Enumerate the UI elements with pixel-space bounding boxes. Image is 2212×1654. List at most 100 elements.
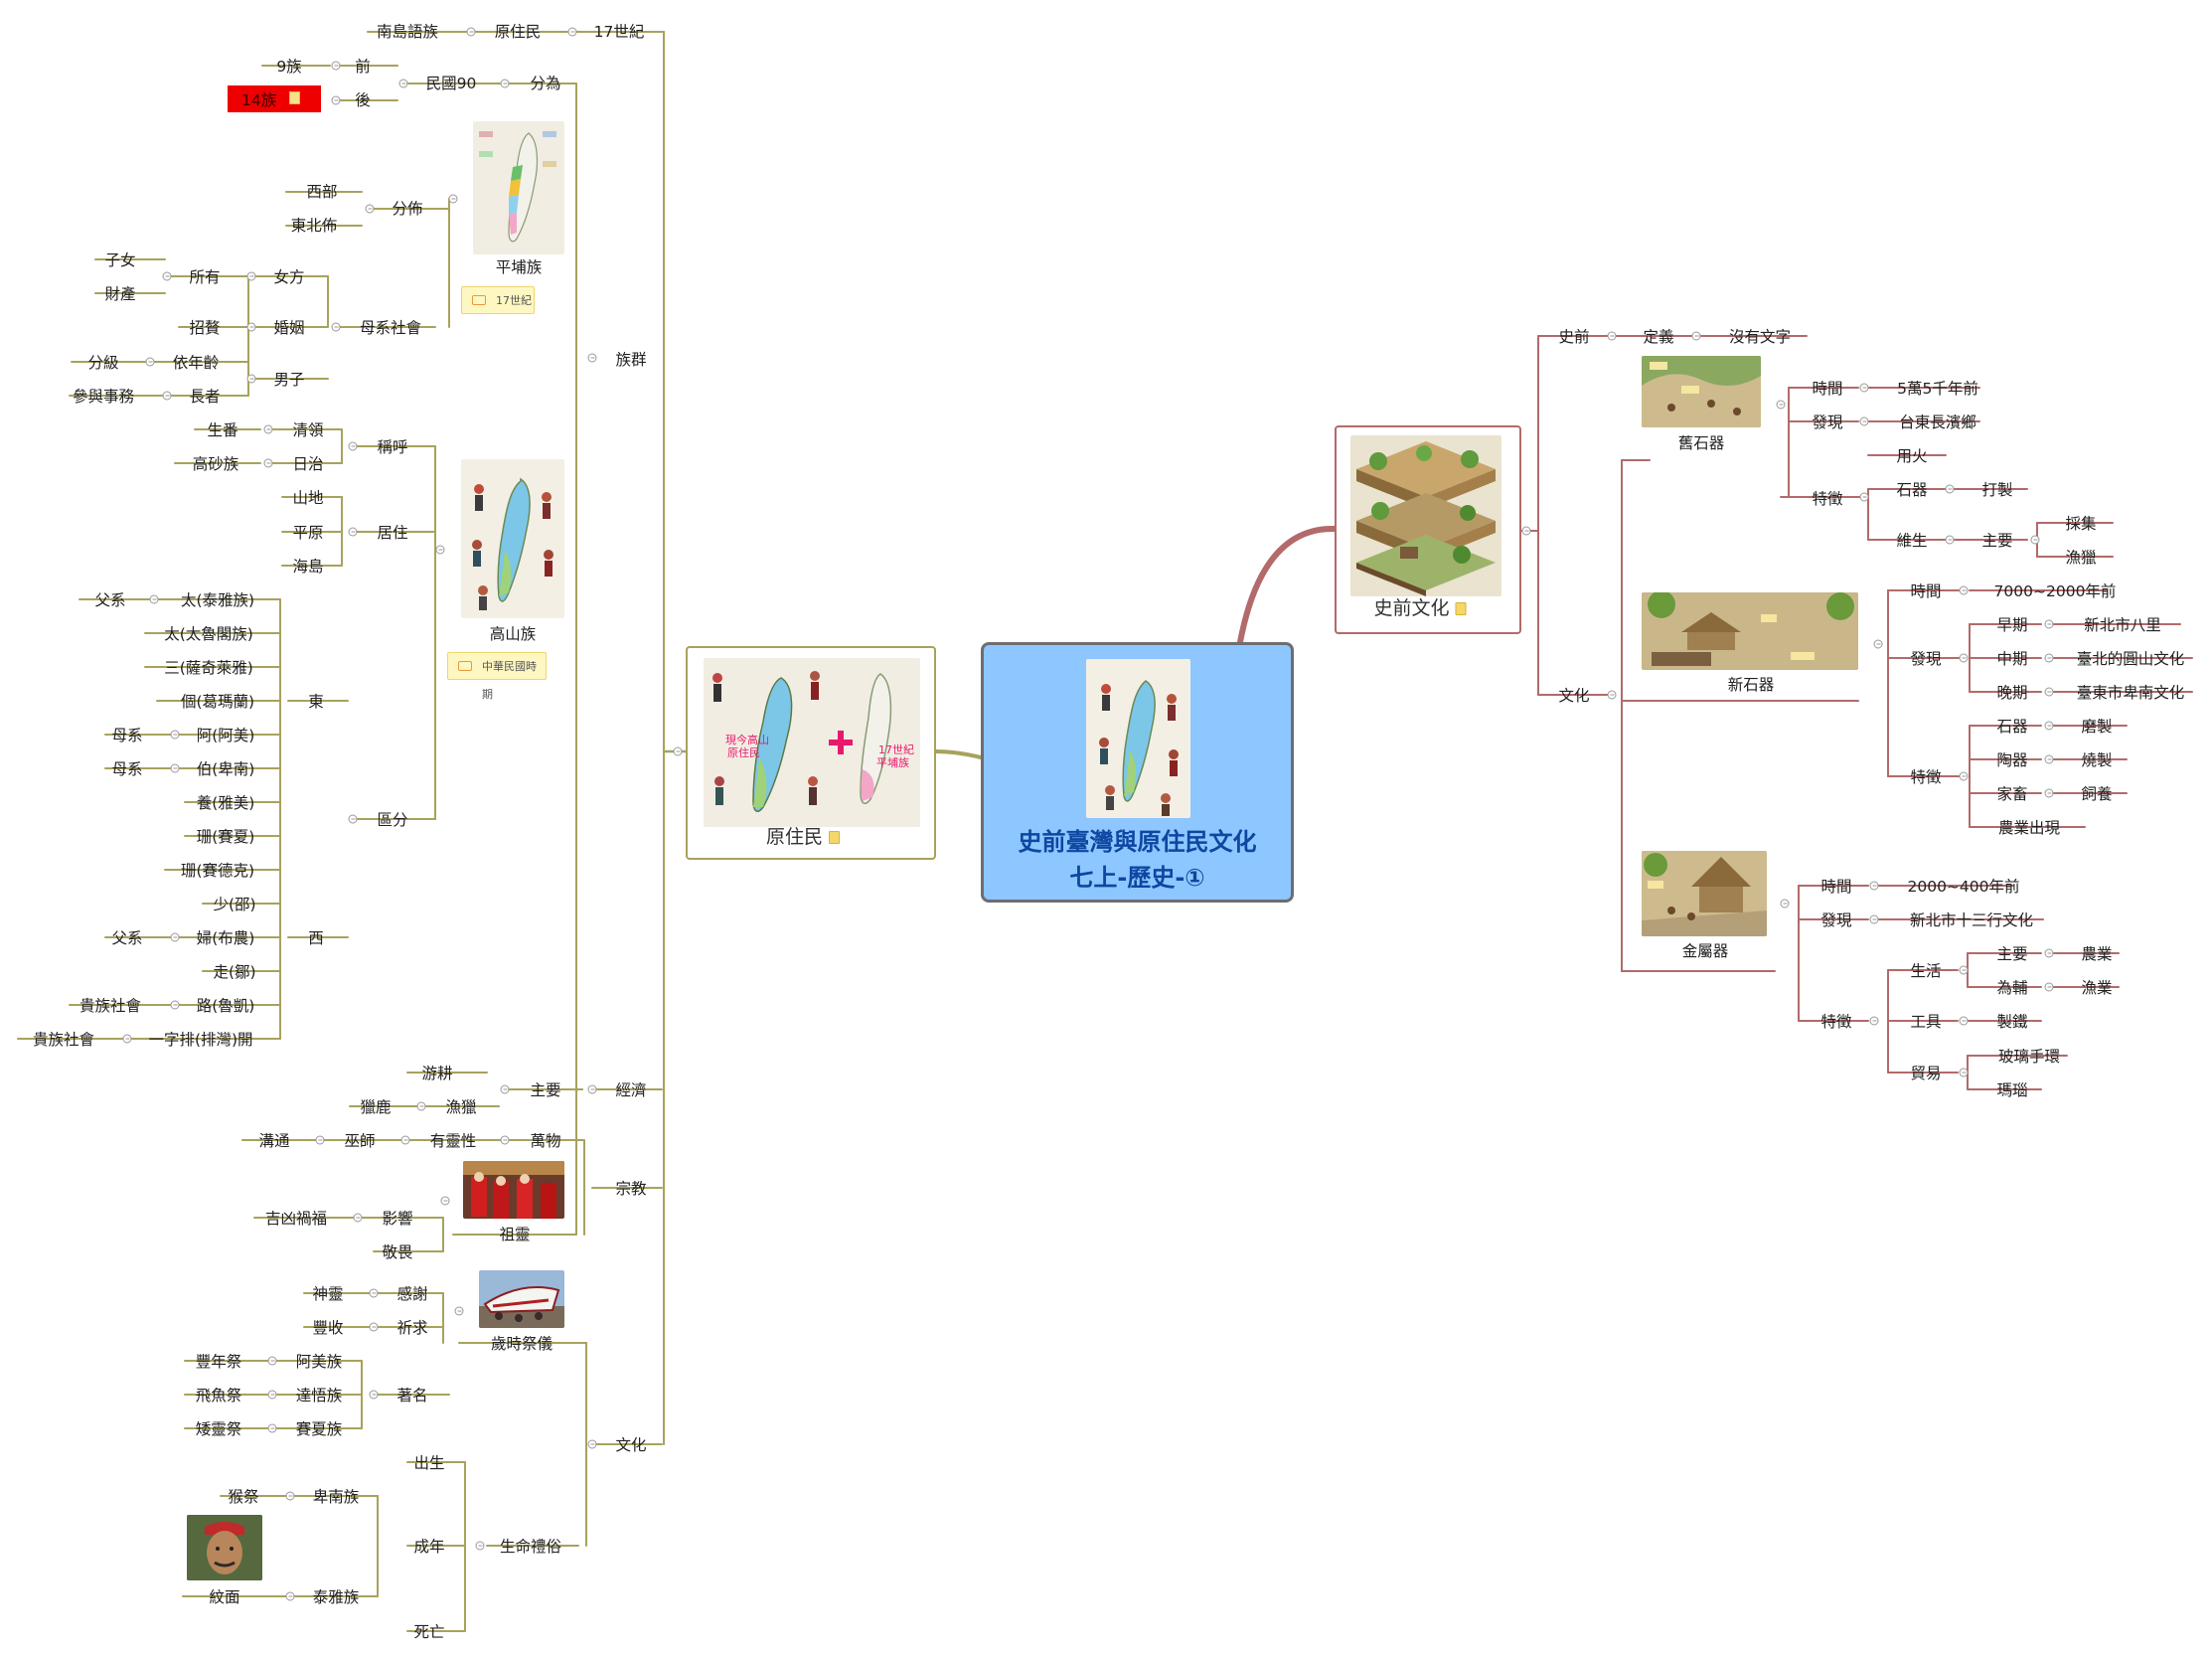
- topic-yami[interactable]: 養(雅美): [196, 794, 255, 812]
- topic-agate[interactable]: 瑪瑙: [1996, 1081, 2028, 1099]
- topic-pingpu[interactable]: 平埔族: [495, 258, 543, 276]
- collapse-toggle[interactable]: [587, 1439, 597, 1449]
- collapse-toggle[interactable]: [369, 1322, 379, 1332]
- topic-prehistory[interactable]: 史前: [1558, 328, 1590, 346]
- topic-life[interactable]: 生活: [1910, 962, 1942, 980]
- topic-p-found[interactable]: 發現: [1812, 414, 1843, 431]
- collapse-toggle[interactable]: [1959, 965, 1969, 975]
- topic-fire[interactable]: 用火: [1896, 447, 1928, 465]
- topic-iron[interactable]: 製鐵: [1996, 1013, 2028, 1031]
- collapse-toggle[interactable]: [369, 1390, 379, 1400]
- topic-tsou[interactable]: 走(鄒): [213, 963, 256, 981]
- topic-appellation[interactable]: 稱呼: [377, 438, 408, 456]
- collapse-toggle[interactable]: [348, 441, 358, 451]
- topic-religion[interactable]: 宗教: [615, 1180, 647, 1198]
- collapse-toggle[interactable]: [587, 353, 597, 363]
- collapse-toggle[interactable]: [2044, 788, 2054, 798]
- topic-n-stone[interactable]: 石器: [1996, 718, 2028, 736]
- topic-communicate[interactable]: 溝通: [258, 1132, 290, 1150]
- collapse-toggle[interactable]: [1873, 639, 1883, 649]
- collapse-toggle[interactable]: [1859, 383, 1869, 393]
- topic-gaoshan[interactable]: 高山族: [489, 625, 537, 643]
- collapse-toggle[interactable]: [1780, 899, 1790, 909]
- topic-culture[interactable]: 文化: [615, 1436, 647, 1454]
- collapse-toggle[interactable]: [1859, 416, 1869, 426]
- topic-awe[interactable]: 敬畏: [382, 1243, 413, 1261]
- topic-male[interactable]: 男子: [273, 371, 305, 389]
- topic-residence[interactable]: 居住: [377, 524, 408, 542]
- collapse-toggle[interactable]: [246, 271, 256, 281]
- topic-island[interactable]: 海島: [292, 558, 324, 576]
- topic-distribution[interactable]: 分佈: [392, 200, 423, 218]
- topic-aristocrat-1[interactable]: 貴族社會: [79, 997, 142, 1015]
- topic-northeast[interactable]: 東北佈: [290, 217, 338, 235]
- topic-atayal[interactable]: 泰雅族: [312, 1588, 360, 1606]
- topic-m-time[interactable]: 時間: [1820, 878, 1852, 896]
- topic-famous[interactable]: 著名: [396, 1387, 428, 1405]
- topic-plain[interactable]: 平原: [292, 524, 324, 542]
- topic-divided[interactable]: 分為: [530, 75, 561, 92]
- topic-east[interactable]: 東: [308, 693, 324, 711]
- topic-matrilineal-1[interactable]: 母系: [111, 727, 143, 744]
- collapse-toggle[interactable]: [246, 374, 256, 384]
- topic-no-writing[interactable]: 沒有文字: [1728, 328, 1792, 346]
- topic-m-feature[interactable]: 特徵: [1820, 1013, 1852, 1031]
- topic-raise[interactable]: 飼養: [2081, 785, 2113, 803]
- topic-fishing-hunting[interactable]: 漁獵: [445, 1098, 477, 1116]
- collapse-toggle[interactable]: [1959, 1068, 1969, 1077]
- topic-ethnic-groups[interactable]: 族群: [615, 351, 647, 369]
- collapse-toggle[interactable]: [267, 1356, 277, 1366]
- topic-amis-tribe[interactable]: 阿美族: [295, 1353, 343, 1371]
- collapse-toggle[interactable]: [2044, 982, 2054, 992]
- topic-influence[interactable]: 影響: [382, 1210, 413, 1228]
- collapse-toggle[interactable]: [1521, 526, 1531, 536]
- collapse-toggle[interactable]: [1691, 331, 1701, 341]
- collapse-toggle[interactable]: [1859, 492, 1869, 502]
- topic-deity[interactable]: 神靈: [312, 1285, 344, 1303]
- collapse-toggle[interactable]: [369, 1288, 379, 1298]
- topic-p-time-value[interactable]: 5萬5千年前: [1897, 380, 1978, 398]
- collapse-toggle[interactable]: [1607, 690, 1617, 700]
- topic-saisiyat[interactable]: 珊(賽夏): [196, 828, 255, 846]
- aborigine-topic[interactable]: 現今高山 原住民 17世紀 平埔族 原住民: [686, 646, 936, 860]
- collapse-toggle[interactable]: [348, 814, 358, 824]
- collapse-toggle[interactable]: [149, 594, 159, 604]
- topic-before[interactable]: 前: [355, 58, 371, 76]
- topic-n-time-value[interactable]: 7000~2000年前: [1993, 582, 2117, 600]
- topic-p-feature[interactable]: 特徵: [1812, 490, 1843, 508]
- topic-economy[interactable]: 經濟: [615, 1081, 647, 1099]
- collapse-toggle[interactable]: [2044, 754, 2054, 764]
- topic-late[interactable]: 晚期: [1996, 684, 2028, 702]
- topic-paleolithic[interactable]: 舊石器: [1677, 434, 1725, 452]
- topic-m-fishhunt[interactable]: 漁業: [2081, 979, 2113, 997]
- collapse-toggle[interactable]: [170, 1000, 180, 1010]
- topic-chipped[interactable]: 打製: [1981, 481, 2013, 499]
- collapse-toggle[interactable]: [416, 1101, 426, 1111]
- collapse-toggle[interactable]: [673, 746, 683, 756]
- topic-17th-century[interactable]: 17世紀: [593, 23, 645, 41]
- topic-m-main[interactable]: 主要: [1996, 945, 2028, 963]
- topic-late-value[interactable]: 臺東市卑南文化: [2076, 684, 2185, 702]
- topic-saisiyat-tribe[interactable]: 賽夏族: [295, 1420, 343, 1438]
- collapse-toggle[interactable]: [1945, 484, 1955, 494]
- collapse-toggle[interactable]: [263, 424, 273, 434]
- topic-thao[interactable]: 少(邵): [213, 896, 256, 913]
- topic-economy-main[interactable]: 主要: [530, 1081, 561, 1099]
- collapse-toggle[interactable]: [170, 730, 180, 740]
- topic-tao[interactable]: 達悟族: [295, 1387, 343, 1405]
- topic-culture-right[interactable]: 文化: [1558, 687, 1590, 705]
- collapse-toggle[interactable]: [285, 1591, 295, 1601]
- topic-festival[interactable]: 歲時祭儀: [490, 1335, 553, 1353]
- collapse-toggle[interactable]: [263, 458, 273, 468]
- prehistory-topic[interactable]: 史前文化: [1335, 425, 1521, 634]
- topic-takasago[interactable]: 高砂族: [192, 455, 239, 473]
- topic-by-age[interactable]: 依年齡: [172, 354, 220, 372]
- collapse-toggle[interactable]: [440, 1196, 450, 1206]
- topic-p-found-value[interactable]: 台東長濱鄉: [1899, 414, 1976, 431]
- topic-tai[interactable]: 太(泰雅族): [180, 591, 255, 609]
- collapse-toggle[interactable]: [315, 1135, 325, 1145]
- topic-after[interactable]: 後: [355, 91, 371, 109]
- topic-early[interactable]: 早期: [1996, 616, 2028, 634]
- collapse-toggle[interactable]: [454, 1306, 464, 1316]
- topic-grades[interactable]: 分級: [87, 354, 119, 372]
